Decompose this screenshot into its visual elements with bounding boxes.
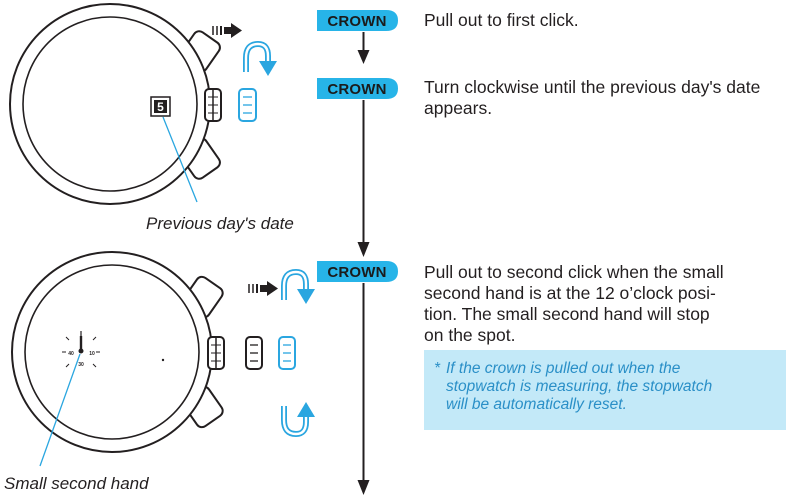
step-1-text: Pull out to first click. [424, 10, 579, 30]
center-pivot [161, 358, 165, 362]
crown-badge-3-label: CROWN [327, 264, 386, 281]
top-crown-pulled [238, 88, 257, 122]
bottom-crown-second-click [278, 336, 296, 370]
note-line-2: stopwatch is measuring, the stopwatch [446, 378, 713, 395]
top-watch-case [9, 3, 221, 205]
top-watch-diagram: 5 [9, 3, 277, 205]
previous-day-date-caption: Previous day's date [146, 214, 294, 233]
subdial-label-10: 10 [89, 351, 95, 357]
bottom-watch-diagram: 40 10 30 [11, 251, 315, 467]
note-line-1: If the crown is pulled out when the [446, 360, 681, 377]
bottom-watch-case [11, 251, 224, 453]
second-hand-leader-line [39, 353, 81, 467]
step-3-line-4: on the spot. [424, 325, 516, 345]
flow-arrow-2 [357, 100, 370, 257]
subdial-label-30: 30 [78, 362, 84, 368]
clockwise-turn-arrow-icon [243, 40, 277, 76]
date-leader-line [162, 116, 198, 203]
crown-badge-2-label: CROWN [327, 81, 386, 98]
flow-arrow-1 [357, 32, 370, 64]
note-line-3: will be automatically reset. [446, 396, 627, 413]
step-3-line-1: Pull out to second click when the small [424, 262, 724, 282]
bottom-crown [207, 336, 225, 370]
crown-badge-1-label: CROWN [327, 13, 386, 30]
step-3-line-3: tion. The small second hand will stop [424, 304, 710, 324]
step-2-text: Turn clockwise until the previous day's … [424, 77, 761, 118]
crown-badge-3: CROWN [317, 261, 398, 282]
small-second-hand-caption: Small second hand [4, 474, 149, 493]
crown-badge-2: CROWN [317, 78, 398, 99]
subdial-label-40: 40 [68, 351, 74, 357]
rotate-up-arrow-icon [281, 402, 315, 438]
bottom-crown-first-click [245, 336, 263, 370]
crown-badge-1: CROWN [317, 10, 398, 31]
note-asterisk: * [434, 360, 441, 377]
pull-out-arrow-icon [212, 23, 242, 38]
date-window: 5 [150, 96, 171, 117]
step-3-text: Pull out to second click when the small … [424, 262, 784, 346]
date-window-value: 5 [157, 100, 164, 114]
top-crown [204, 88, 222, 122]
step-3-line-2: second hand is at the 12 o’clock posi- [424, 283, 716, 303]
flow-arrow-3 [357, 283, 370, 495]
pull-second-click-arrow-icon [248, 281, 278, 296]
stopwatch-reset-note: * If the crown is pulled out when the st… [424, 350, 786, 430]
small-second-subdial: 40 10 30 [62, 331, 100, 368]
rotate-down-arrow-icon [281, 268, 315, 304]
flow-column: CROWN CROWN CROWN [317, 10, 398, 495]
